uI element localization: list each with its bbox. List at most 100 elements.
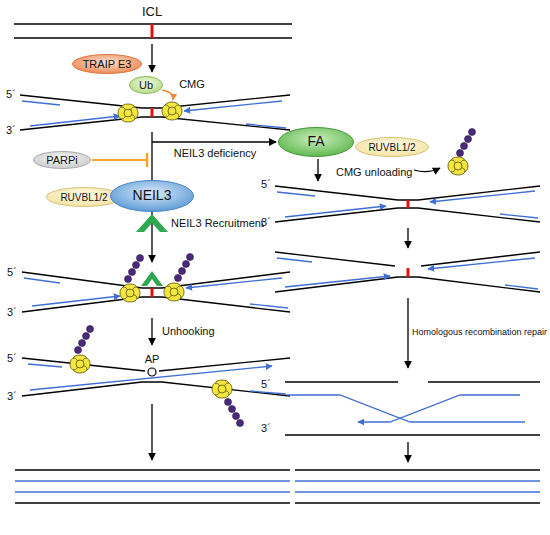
dna-strand: [15, 469, 290, 470]
helicase-label: CMG: [179, 78, 205, 90]
step-arrow: [151, 404, 152, 460]
neil3-chevron: [141, 271, 163, 286]
step-arrow: [407, 228, 408, 248]
crosslink-mark: [151, 288, 154, 297]
cmg-helicase: [164, 283, 184, 301]
nascent-strand: [285, 206, 386, 217]
dna-strand: [275, 186, 540, 200]
ubiquitin-chain: [175, 254, 194, 282]
site-label: AP: [145, 353, 160, 365]
glycosylase-ellipse: NEIL3: [110, 180, 194, 212]
ellipse-shape: [279, 128, 354, 157]
nascent-strand: [500, 214, 538, 218]
ellipse-shape: [356, 138, 429, 157]
crosslink-mark: [407, 200, 410, 208]
nascent-strand: [15, 480, 290, 481]
invading-strand: [358, 395, 520, 422]
cmg-helicase: [162, 102, 182, 120]
cmg-helicase: [212, 380, 232, 398]
cmg-helicase: [118, 104, 138, 122]
strand-end-label: 3´: [261, 422, 271, 434]
node-text: Ub: [139, 79, 153, 91]
node-text-box: Ub: [129, 76, 163, 94]
node-text-box: FA: [278, 127, 354, 157]
dna-strand: [285, 381, 398, 382]
nascent-strand: [186, 278, 282, 288]
nascent-strand: [30, 116, 120, 126]
step-arrow: [151, 44, 152, 72]
ellipse-shape: [130, 77, 163, 94]
step-label: NEIL3 Recruitment: [171, 217, 264, 229]
pathway-ellipse: FA: [278, 127, 354, 157]
step-arrow: [151, 318, 152, 345]
cmg-helicase: [120, 284, 140, 302]
nascent-strand: [246, 124, 286, 128]
step-arrow: [407, 298, 408, 368]
nascent-strand: [250, 391, 286, 394]
nascent-strand: [505, 285, 538, 289]
strand-end-label: 3´: [7, 306, 17, 318]
step-label: CMG unloading: [336, 166, 412, 178]
ellipse-shape: [111, 181, 194, 212]
crosslink-mark: [407, 268, 410, 277]
dna-strand: [22, 297, 290, 312]
nascent-strand: [430, 191, 535, 202]
nascent-strand: [22, 101, 60, 105]
node-text-box: NEIL3: [110, 180, 194, 212]
inhibition-line: [92, 159, 147, 161]
ellipse-shape: [34, 152, 91, 169]
inhibition-bar: [146, 153, 149, 167]
lesion-label: ICL: [142, 5, 162, 19]
crosslink-mark: [151, 108, 154, 117]
dna-strand: [285, 434, 540, 435]
strand-end-label: 3´: [6, 124, 16, 136]
dna-strand: [275, 252, 395, 266]
step-arrow: [317, 159, 318, 181]
strand-end-label: 5´: [7, 352, 17, 364]
ubiquitin-chain: [75, 326, 94, 354]
ubiquitin-chain: [125, 255, 144, 283]
neil3-chevron: [136, 214, 168, 232]
inhibitor-ellipse: PARPi: [33, 151, 91, 169]
dna-strand: [22, 272, 290, 288]
node-text: FA: [307, 134, 324, 149]
condition-label: NEIL3 deficiency: [174, 147, 257, 159]
complex-ellipse: RUVBL1/2: [355, 137, 429, 157]
cmg-helicase: [448, 157, 468, 175]
ubiquitin-chain: [225, 399, 244, 427]
nascent-strand: [15, 491, 290, 492]
ellipse-shape: [73, 55, 142, 74]
e3-ligase-ellipse: TRAIP E3: [72, 54, 142, 74]
dna-strand: [22, 382, 290, 396]
dna-strand: [275, 277, 540, 292]
dna-strand: [15, 502, 290, 503]
nascent-strand: [30, 366, 272, 390]
ubiquitin-chain: [457, 129, 476, 157]
nascent-strand: [295, 491, 540, 492]
node-text: NEIL3: [133, 188, 172, 203]
strand-end-label: 5´: [6, 88, 16, 100]
node-text-box: RUVBL1/2: [355, 137, 429, 157]
node-text: RUVBL1/2: [60, 192, 107, 203]
strand-end-label: 5´: [261, 378, 271, 390]
nascent-strand: [32, 296, 120, 306]
nascent-strand: [277, 192, 315, 196]
ubiquitination-arrow: [162, 90, 173, 100]
node-text: RUVBL1/2: [368, 142, 415, 153]
dna-strand: [428, 381, 540, 382]
strand-end-label: 3´: [7, 390, 17, 402]
strand-end-label: 5´: [7, 266, 17, 278]
node-text: PARPi: [46, 154, 78, 166]
dna-strand: [20, 117, 290, 130]
dna-strand: [159, 358, 290, 371]
branch-arrow: [152, 141, 276, 142]
ubiquitin-ellipse: Ub: [129, 76, 163, 94]
nascent-strand: [250, 304, 288, 308]
dna-strand: [20, 95, 290, 108]
dna-strand: [295, 469, 540, 470]
nascent-strand: [277, 258, 312, 262]
nascent-strand: [184, 101, 282, 111]
